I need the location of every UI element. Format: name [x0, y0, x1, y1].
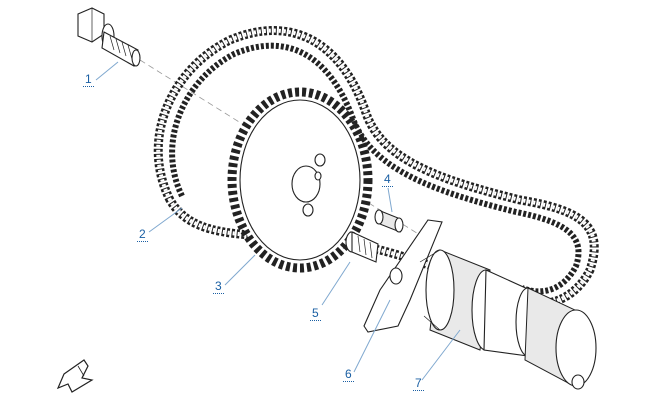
dowel-pin	[374, 209, 404, 233]
leader-lines	[95, 61, 461, 381]
callout-2[interactable]: 2	[137, 227, 148, 242]
cam-sprocket	[227, 87, 373, 273]
direction-arrow-icon	[56, 359, 94, 393]
camshaft	[419, 249, 597, 390]
bolt	[77, 7, 141, 67]
thrust-plate	[363, 219, 443, 333]
callout-1[interactable]: 1	[83, 72, 94, 87]
timing-chain	[153, 26, 599, 309]
callout-6[interactable]: 6	[343, 367, 354, 382]
callout-3[interactable]: 3	[213, 279, 224, 294]
callout-7[interactable]: 7	[413, 376, 424, 391]
callout-5[interactable]: 5	[310, 306, 321, 321]
callout-4[interactable]: 4	[382, 172, 393, 187]
sprocket-bolt	[345, 231, 379, 263]
